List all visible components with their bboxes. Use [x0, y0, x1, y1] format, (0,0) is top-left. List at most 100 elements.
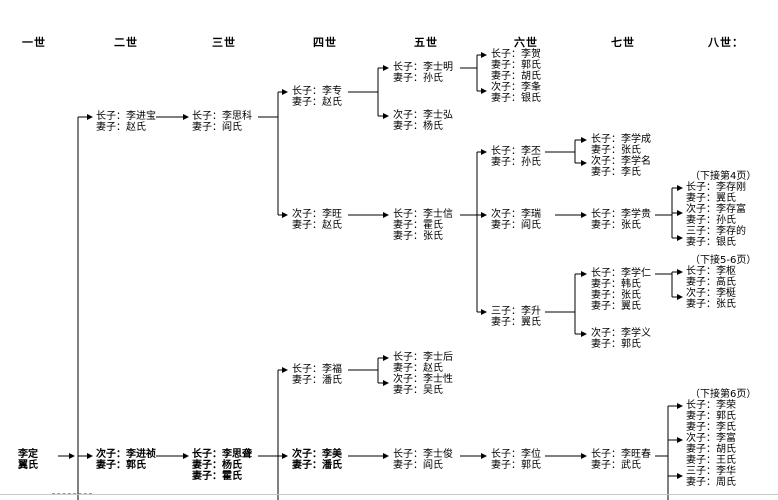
gen6-a-line: 次子：李夆	[491, 82, 541, 93]
gen8-a: （下接第4页） 长子：李存刚 妻子：翼氏 次子：李存富 妻子：孙氏 三子：李存的…	[686, 171, 756, 248]
header-gen-5: 五世	[414, 36, 438, 49]
gen8-c-line: 三子：李华	[686, 466, 736, 477]
gen7-c-line: 长子：李学仁	[591, 268, 651, 279]
gen7-d-name: 次子：李学义	[591, 328, 651, 339]
gen7-c-line: 妻子：韩氏	[591, 279, 641, 290]
gen6-b: 长子：李丕 妻子：孙氏	[491, 146, 541, 168]
gen8-b: （下接5-6页） 长子：李枢 妻子：高氏 次子：李梃 妻子：张氏	[686, 255, 756, 310]
gen7-c-line: 妻子：翼氏	[591, 301, 641, 312]
continuation-note: （下接第4页）	[690, 171, 757, 182]
header-gen-3: 三世	[212, 36, 236, 49]
gen3-a-wife: 妻子：阎氏	[192, 122, 242, 133]
gen7-e-name: 长子：李旺春	[591, 449, 651, 460]
gen5-d-line: 长子：李士后	[393, 352, 453, 363]
gen5-b-wife: 妻子：杨氏	[393, 121, 443, 132]
header-gen-7: 七世	[611, 36, 635, 49]
gen8-b-line: 次子：李梃	[686, 288, 736, 299]
gen6-a-line: 妻子：郭氏	[491, 60, 541, 71]
gen5-c-wife2: 妻子：张氏	[393, 231, 443, 242]
gen3-b-wife2: 妻子：霍氏	[192, 471, 242, 482]
header-gen-8: 八世：	[708, 36, 744, 49]
header-gen-6: 六世	[514, 36, 538, 49]
gen5-d-line: 妻子：吴氏	[393, 385, 443, 396]
gen7-b: 长子：李学贵 妻子：张氏	[591, 209, 651, 231]
gen4-a-wife: 妻子：赵氏	[292, 97, 342, 108]
gen6-c-wife: 妻子：阎氏	[491, 220, 541, 231]
gen2-first-wife: 妻子：赵氏	[96, 122, 146, 133]
gen7-c: 长子：李学仁 妻子：韩氏 妻子：张氏 妻子：翼氏	[591, 268, 651, 312]
gen8-a-line: 次子：李存富	[686, 204, 746, 215]
gen5-a-name: 长子：李士明	[393, 62, 453, 73]
gen5-b-name: 次子：李士弘	[393, 110, 453, 121]
gen4-a-name: 长子：李专	[292, 86, 342, 97]
header-gen-1: 一世	[22, 36, 46, 49]
gen6-e-wife: 妻子：郭氏	[491, 460, 541, 471]
gen7-c-line: 妻子：张氏	[591, 290, 641, 301]
gen6-d-name: 三子：李升	[491, 306, 541, 317]
gen4-c: 长子：李福 妻子：潘氏	[292, 364, 342, 386]
gen3-b-wife: 妻子：杨氏	[192, 460, 242, 471]
gen6-a: 长子：李贺 妻子：郭氏 妻子：胡氏 次子：李夆 妻子：银氏	[491, 49, 541, 104]
gen4-b-name: 次子：李旺	[292, 209, 342, 220]
continuation-note: （下接第6页）	[690, 389, 757, 400]
gen7-e: 长子：李旺春 妻子：武氏	[591, 449, 651, 471]
gen2-second-son: 次子：李进祯 妻子：郭氏	[96, 449, 156, 471]
gen3-b: 长子：李思聋 妻子：杨氏 妻子：霍氏	[192, 449, 252, 482]
gen6-a-line: 长子：李贺	[491, 49, 541, 60]
gen6-a-line: 妻子：胡氏	[491, 71, 541, 82]
gen6-b-wife: 妻子：孙氏	[491, 157, 541, 168]
header-gen-2: 二世	[114, 36, 138, 49]
gen2-first-name: 长子：李进宝	[96, 111, 156, 122]
gen3-b-name: 长子：李思聋	[192, 449, 252, 460]
page-bottom-divider	[0, 494, 778, 495]
gen1-name: 李定	[18, 449, 38, 460]
gen3-a: 长子：李思科 妻子：阎氏	[192, 111, 252, 133]
gen4-b-wife: 妻子：赵氏	[292, 220, 342, 231]
header-gen-4: 四世	[313, 36, 337, 49]
gen7-d-wife: 妻子：郭氏	[591, 339, 641, 350]
gen7-a-line: 妻子：张氏	[591, 145, 641, 156]
gen2-second-wife: 妻子：郭氏	[96, 460, 146, 471]
gen7-b-name: 长子：李学贵	[591, 209, 651, 220]
gen5-c-wife: 妻子：霍氏	[393, 220, 443, 231]
gen5-d-line: 妻子：赵氏	[393, 363, 443, 374]
gen6-e: 长子：李位 妻子：郭氏	[491, 449, 541, 471]
gen6-b-name: 长子：李丕	[491, 146, 541, 157]
page-bottom-marker	[52, 493, 92, 494]
gen5-c-name: 长子：李士信	[393, 209, 453, 220]
gen5-a: 长子：李士明 妻子：孙氏	[393, 62, 453, 84]
gen8-a-line: 妻子：银氏	[686, 237, 736, 248]
gen5-d: 长子：李士后 妻子：赵氏 次子：李士性 妻子：吴氏	[393, 352, 453, 396]
gen5-d-line: 次子：李士性	[393, 374, 453, 385]
gen8-b-line: 妻子：张氏	[686, 299, 736, 310]
gen7-a: 长子：李学成 妻子：张氏 次子：李学名 妻子：李氏	[591, 134, 651, 178]
gen5-c: 长子：李士信 妻子：霍氏 妻子：张氏	[393, 209, 453, 242]
gen1-person: 李定 翼氏	[18, 449, 38, 471]
gen7-a-line: 次子：李学名	[591, 156, 651, 167]
gen4-d-name: 次子：李美	[292, 449, 342, 460]
gen8-c-line: 妻子：胡氏	[686, 444, 736, 455]
gen8-a-line: 妻子：孙氏	[686, 215, 736, 226]
gen6-e-name: 长子：李位	[491, 449, 541, 460]
gen8-a-line: 三子：李存的	[686, 226, 746, 237]
gen8-c: （下接第6页） 长子：李荣 妻子：郭氏 妻子：李氏 次子：李富 妻子：胡氏 妻子…	[686, 389, 756, 488]
gen8-a-line: 妻子：翼氏	[686, 193, 736, 204]
gen4-c-name: 长子：李福	[292, 364, 342, 375]
gen8-a-line: 长子：李存刚	[686, 182, 746, 193]
gen6-d-wife: 妻子：翼氏	[491, 317, 541, 328]
gen8-c-line: 妻子：王氏	[686, 455, 736, 466]
gen6-a-line: 妻子：银氏	[491, 93, 541, 104]
gen8-c-line: 次子：李富	[686, 433, 736, 444]
gen5-e-name: 长子：李士俊	[393, 449, 453, 460]
gen8-b-line: 长子：李枢	[686, 266, 736, 277]
gen2-second-name: 次子：李进祯	[96, 449, 156, 460]
gen6-c: 次子：李瑞 妻子：阎氏	[491, 209, 541, 231]
gen7-a-line: 长子：李学成	[591, 134, 651, 145]
gen7-e-wife: 妻子：武氏	[591, 460, 641, 471]
gen4-c-wife: 妻子：潘氏	[292, 375, 342, 386]
gen1-wife: 翼氏	[18, 460, 38, 471]
gen7-b-wife: 妻子：张氏	[591, 220, 641, 231]
gen7-a-line: 妻子：李氏	[591, 167, 641, 178]
